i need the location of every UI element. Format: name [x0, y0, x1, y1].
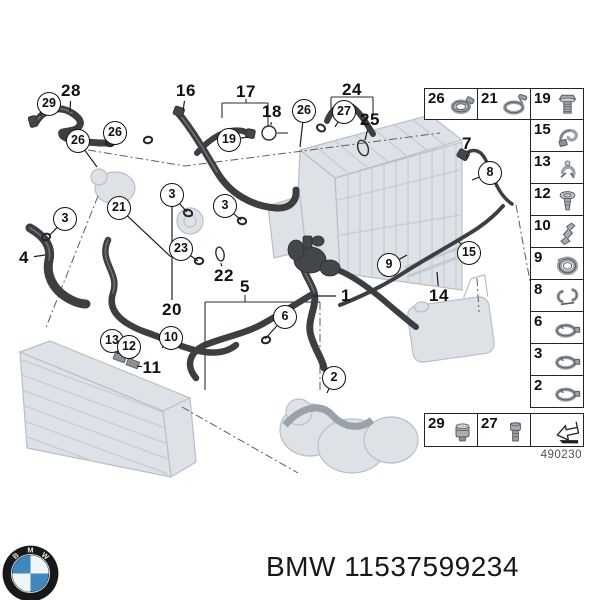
double-clip-icon — [553, 284, 582, 310]
bolt-icon — [553, 92, 582, 118]
callout-26: 26 — [66, 129, 90, 153]
callout-3: 3 — [213, 194, 237, 218]
brand-text: BMW — [266, 551, 336, 582]
callout-19: 19 — [217, 128, 241, 152]
callout-23: 23 — [169, 237, 193, 261]
roundel-quadrant-tl — [12, 555, 31, 574]
callout-25: 25 — [360, 110, 380, 129]
legend-cell-19: 19 — [530, 88, 584, 120]
legend-cell-3: 3 — [530, 343, 584, 376]
legend-number: 8 — [534, 281, 543, 298]
rivet-icon — [553, 188, 582, 214]
legend-cell-21: 21 — [477, 88, 532, 120]
leader-lines — [33, 100, 480, 394]
collar-icon — [553, 252, 582, 278]
legend-cell-13: 13 — [530, 151, 584, 184]
roundel-quadrant-br — [30, 573, 49, 592]
callout-2: 2 — [322, 366, 346, 390]
callout-14: 14 — [429, 286, 449, 305]
band-clamp-icon — [553, 348, 582, 374]
logo-letter-w: W — [40, 550, 51, 561]
legend-cell-2: 2 — [530, 375, 584, 408]
bracket-icon — [553, 220, 582, 246]
legend-cell-12: 12 — [530, 183, 584, 216]
hose-clamp-icon — [448, 92, 477, 118]
callout-16: 16 — [176, 81, 196, 100]
spring-clip-icon — [553, 124, 582, 150]
holder-clip-icon — [553, 156, 582, 182]
logo-letter-m: M — [27, 545, 33, 554]
callout-18: 18 — [262, 102, 282, 121]
callout-5: 5 — [240, 277, 250, 296]
legend-number: 2 — [534, 377, 543, 394]
legend-number: 29 — [428, 415, 445, 432]
callout-12: 12 — [117, 335, 141, 359]
legend-cell-6: 6 — [530, 311, 584, 344]
callout-11: 11 — [142, 358, 162, 377]
callout-17: 17 — [236, 82, 256, 101]
legend-number: 27 — [481, 415, 498, 432]
legend-cell-29: 29 — [424, 413, 479, 447]
legend-number: 15 — [534, 121, 551, 138]
callout-6: 6 — [273, 305, 297, 329]
callout-20: 20 — [162, 300, 182, 319]
legend-number: 12 — [534, 185, 551, 202]
holder-icon — [448, 419, 477, 445]
callout-3: 3 — [53, 207, 77, 231]
callout-22: 22 — [214, 266, 234, 285]
callout-3: 3 — [160, 183, 184, 207]
plug-bolt-icon — [501, 419, 530, 445]
legend-number: 9 — [534, 249, 543, 266]
legend-number: 26 — [428, 90, 445, 107]
drawing-number: 490230 — [540, 449, 582, 461]
legend-cell-27: 27 — [477, 413, 532, 447]
screw-clamp-icon — [501, 92, 530, 118]
legend-number: 3 — [534, 345, 543, 362]
bmw-logo: B M W — [2, 545, 59, 600]
legend-cell-15: 15 — [530, 119, 584, 152]
legend-cell-8: 8 — [530, 279, 584, 312]
legend-number: 6 — [534, 313, 543, 330]
part-number-line: BMW 11537599234 — [266, 551, 519, 583]
legend-number: 10 — [534, 217, 551, 234]
callout-29: 29 — [37, 92, 61, 116]
legend-cell-10: 10 — [530, 215, 584, 248]
diagram-artwork — [18, 96, 544, 478]
callout-26: 26 — [292, 99, 316, 123]
direction-arrow-icon — [553, 419, 582, 445]
callout-15: 15 — [457, 241, 481, 265]
callout-21: 21 — [107, 196, 131, 220]
legend-cell-9: 9 — [530, 247, 584, 280]
legend-number: 19 — [534, 90, 551, 107]
callout-26: 26 — [103, 121, 127, 145]
callout-9: 9 — [377, 253, 401, 277]
legend-number: 21 — [481, 90, 498, 107]
callout-27: 27 — [332, 100, 356, 124]
legend-cell-26: 26 — [424, 88, 479, 120]
band-clamp-icon — [553, 316, 582, 342]
callout-28: 28 — [61, 81, 81, 100]
roundel-quadrant-tr — [30, 555, 49, 574]
roundel-quadrant-bl — [12, 573, 31, 592]
callout-4: 4 — [19, 248, 29, 267]
callout-10: 10 — [159, 326, 183, 350]
part-number: 11537599234 — [344, 551, 519, 582]
legend-number: 13 — [534, 153, 551, 170]
band-clamp-icon — [553, 380, 582, 406]
callout-1: 1 — [341, 286, 351, 305]
legend-cell-arrow — [530, 413, 584, 447]
callout-24: 24 — [342, 80, 362, 99]
callout-7: 7 — [462, 134, 472, 153]
callout-8: 8 — [478, 161, 502, 185]
logo-letter-b: B — [11, 550, 21, 561]
